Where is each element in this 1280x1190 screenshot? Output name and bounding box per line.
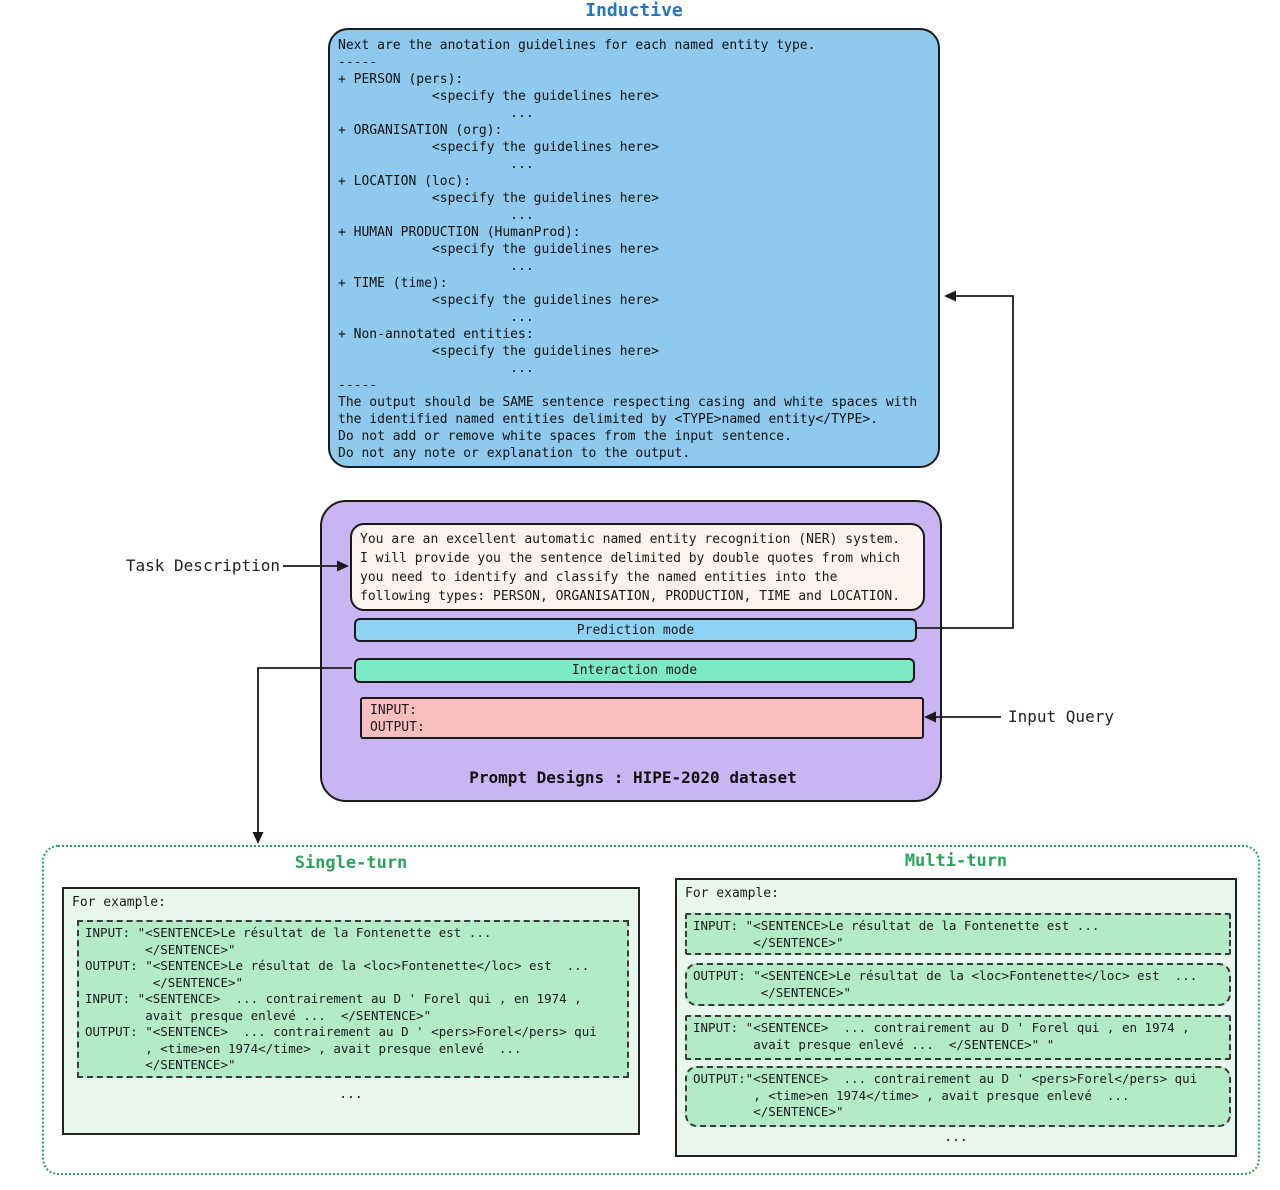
task-description-box: You are an excellent automatic named ent… bbox=[350, 523, 925, 611]
input-query-placeholder: INPUT: OUTPUT: bbox=[370, 703, 425, 735]
single-turn-title: Single-turn bbox=[294, 853, 408, 873]
multi-turn-input-1: INPUT: "<SENTENCE>Le résultat de la Font… bbox=[685, 913, 1231, 955]
task-description-label: Task Description bbox=[125, 556, 280, 575]
multi-turn-output-1: OUTPUT: "<SENTENCE>Le résultat de la <lo… bbox=[685, 963, 1231, 1006]
single-turn-for-example: For example: bbox=[72, 895, 166, 910]
multi-turn-box: For example: INPUT: "<SENTENCE>Le résult… bbox=[675, 878, 1237, 1157]
interaction-mode-bar: Interaction mode bbox=[354, 658, 915, 683]
prompt-design-caption: Prompt Designs : HIPE-2020 dataset bbox=[469, 768, 797, 787]
single-turn-dialog: INPUT: "<SENTENCE>Le résultat de la Font… bbox=[77, 920, 629, 1078]
input-query-label: Input Query bbox=[1008, 707, 1114, 726]
prediction-mode-bar: Prediction mode bbox=[354, 618, 917, 642]
inductive-title: Inductive bbox=[585, 0, 683, 21]
single-turn-ellipsis: ... bbox=[339, 1087, 363, 1102]
inductive-guidelines-box: Next are the anotation guidelines for ea… bbox=[328, 28, 940, 468]
interaction-mode-label: Interaction mode bbox=[571, 663, 698, 678]
prompt-design-box: You are an excellent automatic named ent… bbox=[320, 500, 942, 802]
single-turn-box: For example: INPUT: "<SENTENCE>Le résult… bbox=[62, 887, 640, 1135]
task-description-text: You are an excellent automatic named ent… bbox=[360, 532, 901, 604]
prediction-mode-label: Prediction mode bbox=[576, 622, 695, 638]
multi-turn-for-example: For example: bbox=[685, 886, 779, 901]
multi-turn-title: Multi-turn bbox=[904, 851, 1008, 871]
input-query-box: INPUT: OUTPUT: bbox=[360, 697, 924, 739]
multi-turn-input-2: INPUT: "<SENTENCE> ... contrairement au … bbox=[685, 1015, 1231, 1060]
multi-turn-ellipsis: ... bbox=[944, 1130, 968, 1145]
multi-turn-output-2: OUTPUT:"<SENTENCE> ... contrairement au … bbox=[685, 1066, 1231, 1127]
inductive-guidelines-text: Next are the anotation guidelines for ea… bbox=[338, 38, 918, 461]
